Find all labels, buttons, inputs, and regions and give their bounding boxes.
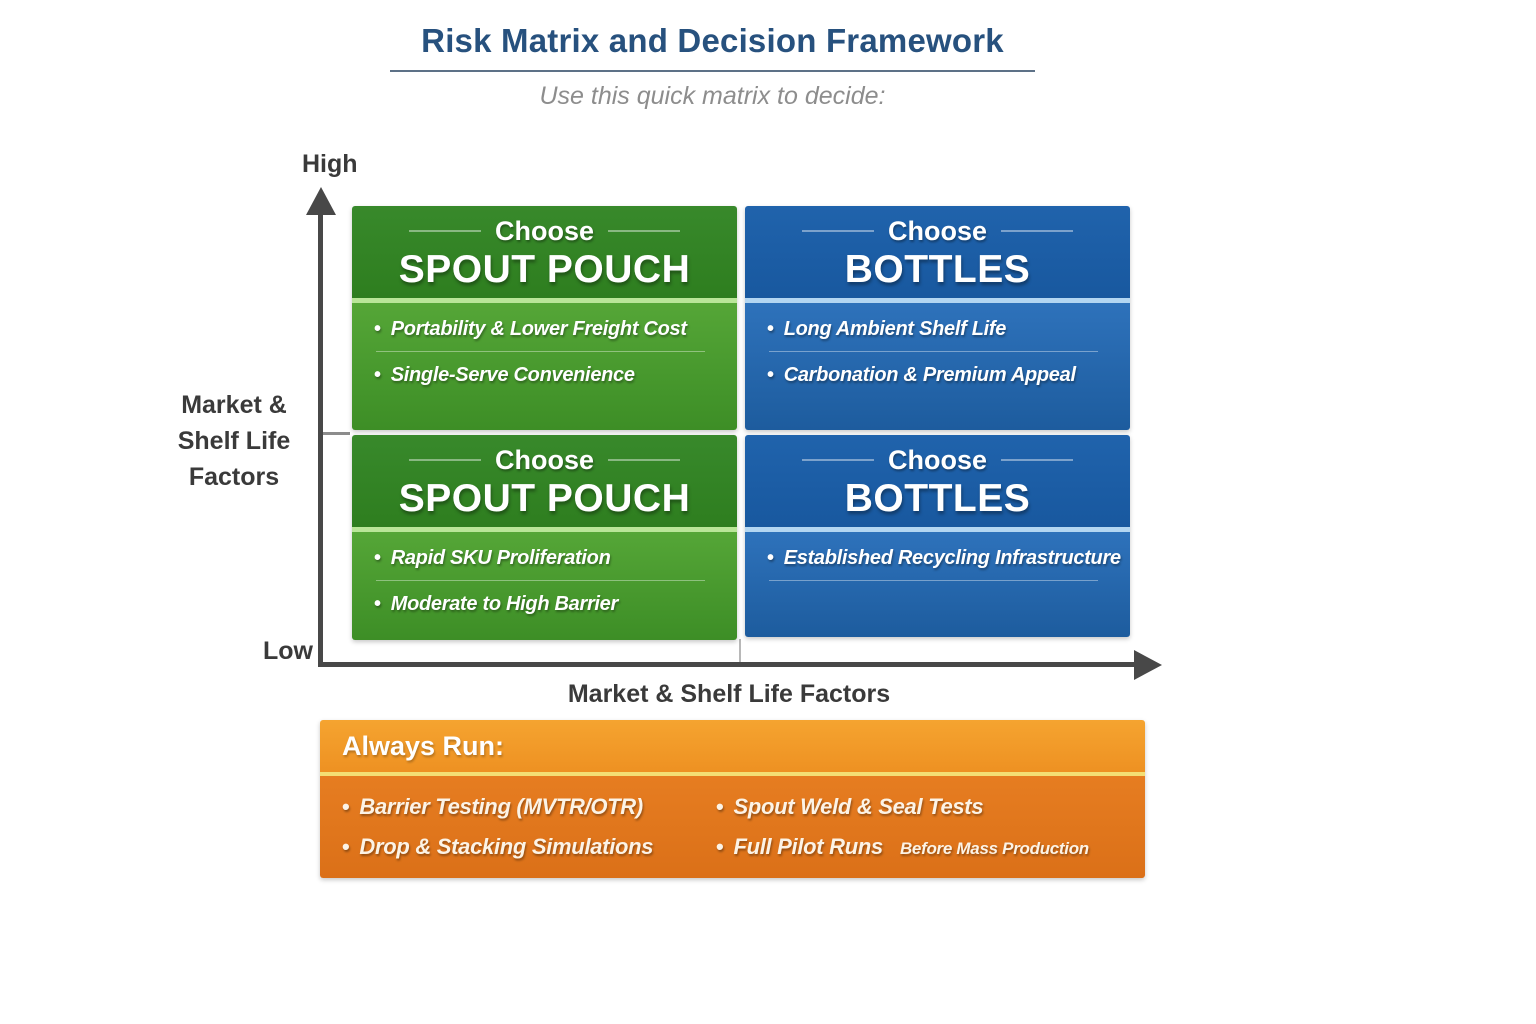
bullet-divider — [376, 351, 706, 352]
choose-label: Choose — [887, 444, 987, 475]
choose-row: Choose — [352, 445, 737, 476]
bullet-text: Long Ambient Shelf Life — [783, 318, 1007, 340]
header-divider — [352, 527, 737, 532]
choose-label: Choose — [887, 215, 987, 246]
bullet-item: • Established Recycling Infrastructure — [767, 547, 1121, 570]
quadrant-body: • Long Ambient Shelf Life • Carbonation … — [745, 303, 1130, 430]
quadrant-header: Choose BOTTLES — [745, 206, 1130, 298]
bullet-icon: • — [342, 794, 350, 819]
bullet-text: Established Recycling Infrastructure — [783, 547, 1121, 569]
decorative-dash — [1001, 230, 1073, 232]
decorative-dash — [801, 230, 874, 232]
bullet-text: Portability & Lower Freight Cost — [390, 318, 687, 340]
title-block: Risk Matrix and Decision Framework Use t… — [390, 22, 1035, 111]
header-divider — [352, 298, 737, 303]
bullet-text: Full Pilot Runs — [733, 834, 883, 859]
bullet-icon: • — [342, 834, 350, 859]
bullet-item: • Full Pilot Runs Before Mass Production — [716, 834, 1135, 860]
bullet-text: Carbonation & Premium Appeal — [783, 364, 1076, 386]
bullet-icon: • — [374, 547, 381, 569]
always-run-divider — [320, 772, 1145, 776]
choose-label: Choose — [494, 215, 594, 246]
quadrant-title: BOTTLES — [844, 476, 1031, 520]
choose-row: Choose — [352, 216, 737, 247]
bullet-icon: • — [716, 834, 724, 859]
bullet-suffix-text: Before Mass Production — [899, 839, 1089, 858]
x-axis-title: Market & Shelf Life Factors — [567, 680, 891, 708]
header-divider — [745, 298, 1130, 303]
bullet-icon: • — [767, 318, 774, 340]
quadrant-bottom-right-bottles: Choose BOTTLES • Established Recycling I… — [745, 435, 1130, 637]
quadrant-header: Choose SPOUT POUCH — [352, 206, 737, 298]
y-axis-arrow-icon — [306, 187, 336, 215]
decorative-dash — [408, 459, 481, 461]
quadrant-top-right-bottles: Choose BOTTLES • Long Ambient Shelf Life… — [745, 206, 1130, 430]
decorative-dash — [801, 459, 874, 461]
quadrant-title: SPOUT POUCH — [398, 247, 691, 291]
bullet-text: Moderate to High Barrier — [390, 593, 619, 615]
x-axis-line — [318, 662, 1140, 667]
bullet-item: • Drop & Stacking Simulations — [342, 834, 716, 860]
bullet-text: Spout Weld & Seal Tests — [733, 794, 984, 819]
bullet-icon: • — [716, 794, 724, 819]
bullet-icon: • — [767, 364, 774, 386]
quadrant-title: BOTTLES — [844, 247, 1031, 291]
always-run-box: Always Run: • Barrier Testing (MVTR/OTR)… — [320, 720, 1145, 878]
bullet-item: • Portability & Lower Freight Cost — [374, 318, 717, 341]
quadrant-header: Choose SPOUT POUCH — [352, 435, 737, 527]
quadrant-body: • Rapid SKU Proliferation • Moderate to … — [352, 532, 737, 640]
decorative-dash — [608, 230, 680, 232]
choose-label: Choose — [494, 444, 594, 475]
always-run-body: • Barrier Testing (MVTR/OTR) • Spout Wel… — [320, 776, 1145, 878]
bullet-text: Drop & Stacking Simulations — [359, 834, 654, 859]
bullet-divider — [376, 580, 706, 581]
quadrant-top-left-spout-pouch: Choose SPOUT POUCH • Portability & Lower… — [352, 206, 737, 430]
bullet-item: • Barrier Testing (MVTR/OTR) — [342, 794, 716, 820]
decorative-dash — [408, 230, 481, 232]
bullet-text: Barrier Testing (MVTR/OTR) — [359, 794, 643, 819]
bullet-text: Rapid SKU Proliferation — [390, 547, 611, 569]
bullet-item: • Single-Serve Convenience — [374, 364, 717, 387]
bullet-item: • Spout Weld & Seal Tests — [716, 794, 1135, 820]
choose-row: Choose — [745, 216, 1130, 247]
y-axis-low-label: Low — [263, 637, 313, 665]
bullet-icon: • — [374, 593, 381, 615]
bullet-item: • Long Ambient Shelf Life — [767, 318, 1110, 341]
bullet-divider — [769, 580, 1099, 581]
choose-row: Choose — [745, 445, 1130, 476]
bullet-item: • Moderate to High Barrier — [374, 593, 717, 616]
x-axis-arrow-icon — [1134, 650, 1162, 680]
y-axis-line — [318, 206, 323, 666]
always-run-header: Always Run: — [320, 720, 1145, 772]
subtitle: Use this quick matrix to decide: — [539, 82, 886, 110]
bullet-icon: • — [374, 318, 381, 340]
bullet-item: • Carbonation & Premium Appeal — [767, 364, 1110, 387]
bullet-icon: • — [374, 364, 381, 386]
decorative-dash — [1001, 459, 1073, 461]
x-axis-midpoint-tick — [739, 639, 741, 662]
bullet-text: Single-Serve Convenience — [390, 364, 635, 386]
header-divider — [745, 527, 1130, 532]
bullet-item: • Rapid SKU Proliferation — [374, 547, 717, 570]
bullet-divider — [769, 351, 1099, 352]
quadrant-header: Choose BOTTLES — [745, 435, 1130, 527]
quadrant-title: SPOUT POUCH — [398, 476, 691, 520]
y-axis-title: Market & Shelf Life Factors — [177, 391, 291, 491]
page-title: Risk Matrix and Decision Framework — [390, 22, 1035, 72]
quadrant-body: • Portability & Lower Freight Cost • Sin… — [352, 303, 737, 430]
quadrant-bottom-left-spout-pouch: Choose SPOUT POUCH • Rapid SKU Prolifera… — [352, 435, 737, 640]
quadrant-body: • Established Recycling Infrastructure — [745, 532, 1130, 637]
y-axis-high-label: High — [302, 150, 358, 178]
bullet-icon: • — [767, 547, 774, 569]
decorative-dash — [608, 459, 680, 461]
y-axis-midpoint-tick — [323, 432, 350, 435]
